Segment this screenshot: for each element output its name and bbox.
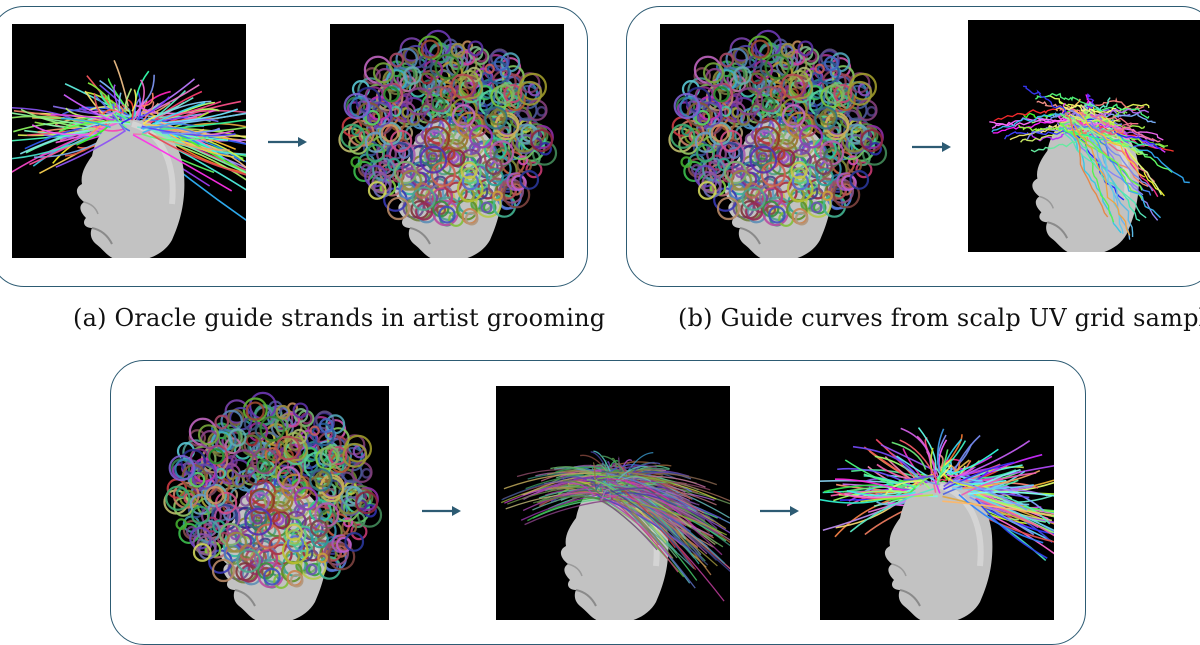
image-extracted-guide-strands	[820, 386, 1054, 620]
dense-curly-hair-svg	[338, 29, 558, 258]
extracted-guide-strands-svg	[820, 427, 1054, 620]
smoothed-hair-svg	[500, 450, 730, 620]
image-guide-strands-colored	[12, 24, 246, 258]
arrow-right-icon	[420, 503, 462, 523]
arrow-right-icon	[758, 503, 800, 523]
image-dense-curly-hair	[330, 24, 564, 258]
panel-a	[0, 6, 588, 287]
dense-curly-hair-svg	[668, 29, 888, 258]
caption-b: (b) Guide curves from scalp UV grid samp…	[678, 304, 1200, 332]
panel-b	[626, 6, 1200, 287]
guide-strands-svg	[12, 59, 246, 258]
arrow-right-icon	[266, 134, 308, 154]
image-noisy-uv-guide-curves	[968, 20, 1200, 252]
image-dense-curly-hair	[660, 24, 894, 258]
arrow-right-icon	[910, 139, 952, 159]
noisy-guide-curves-svg	[989, 85, 1190, 252]
image-smoothed-dense-hair	[496, 386, 730, 620]
dense-curly-hair-svg	[163, 391, 383, 620]
image-dense-curly-hair	[155, 386, 389, 620]
caption-a: (a) Oracle guide strands in artist groom…	[73, 304, 606, 332]
